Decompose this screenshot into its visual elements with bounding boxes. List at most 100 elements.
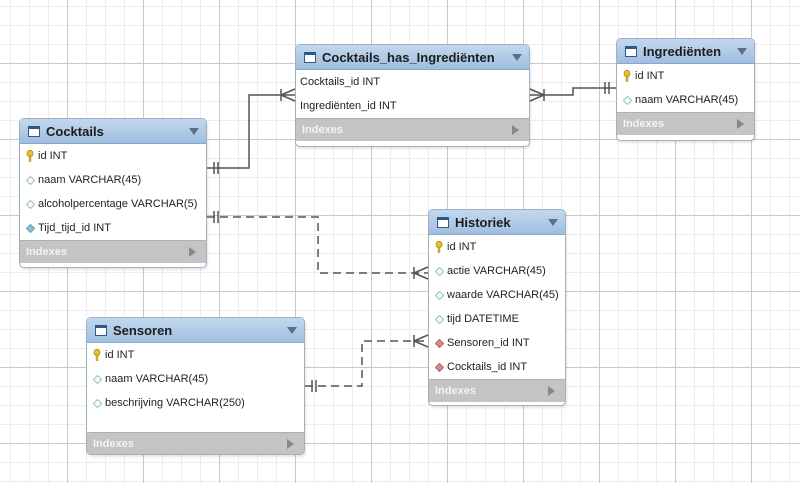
- column-row[interactable]: actie VARCHAR(45): [429, 259, 565, 283]
- column-name: Tijd_tijd_id INT: [38, 222, 111, 234]
- column-row[interactable]: id INT: [20, 144, 206, 168]
- foreign-key-icon: [434, 361, 444, 373]
- entity-header[interactable]: Historiek: [429, 210, 565, 235]
- column-name: naam VARCHAR(45): [105, 373, 209, 385]
- collapse-arrow-icon[interactable]: [287, 327, 297, 334]
- column-diamond-icon: [92, 373, 102, 385]
- column-row[interactable]: naam VARCHAR(45): [617, 88, 754, 112]
- table-icon: [95, 324, 107, 336]
- entity-title: Sensoren: [113, 322, 173, 338]
- collapse-arrow-icon[interactable]: [548, 219, 558, 226]
- column-name: Ingrediënten_id INT: [300, 100, 397, 112]
- expand-arrow-icon[interactable]: [548, 386, 555, 396]
- entity-header[interactable]: Ingrediënten: [617, 39, 754, 64]
- column-name: Cocktails_id INT: [300, 76, 381, 88]
- column-row[interactable]: alcoholpercentage VARCHAR(5): [20, 192, 206, 216]
- entity-cocktails-has-ingredienten[interactable]: Cocktails_has_Ingrediënten Cocktails_id …: [295, 44, 530, 147]
- column-row[interactable]: Tijd_tijd_id INT: [20, 216, 206, 240]
- primary-key-icon: [25, 150, 35, 162]
- column-name: tijd DATETIME: [447, 313, 519, 325]
- column-name: waarde VARCHAR(45): [447, 289, 559, 301]
- collapse-arrow-icon[interactable]: [737, 48, 747, 55]
- indexes-bar[interactable]: Indexes: [20, 240, 206, 263]
- indexes-bar[interactable]: Indexes: [87, 432, 304, 454]
- column-row[interactable]: Cocktails_id INT: [429, 355, 565, 379]
- column-diamond-icon: [434, 289, 444, 301]
- indexes-bar[interactable]: Indexes: [617, 112, 754, 135]
- column-diamond-icon: [434, 265, 444, 277]
- column-name: naam VARCHAR(45): [38, 174, 142, 186]
- column-name: id INT: [105, 349, 135, 361]
- column-diamond-icon: [622, 94, 632, 106]
- table-icon: [304, 51, 316, 63]
- primary-key-icon: [434, 241, 444, 253]
- column-row[interactable]: Sensoren_id INT: [429, 331, 565, 355]
- column-row[interactable]: naam VARCHAR(45): [87, 367, 304, 391]
- entity-header[interactable]: Sensoren: [87, 318, 304, 343]
- collapse-arrow-icon[interactable]: [189, 128, 199, 135]
- column-diamond-icon: [25, 198, 35, 210]
- column-name: actie VARCHAR(45): [447, 265, 546, 277]
- entity-header[interactable]: Cocktails: [20, 119, 206, 144]
- entity-title: Ingrediënten: [643, 43, 722, 59]
- column-name: id INT: [635, 70, 665, 82]
- indexes-label: Indexes: [93, 438, 134, 450]
- column-row[interactable]: id INT: [617, 64, 754, 88]
- column-name: naam VARCHAR(45): [635, 94, 739, 106]
- entity-title: Cocktails: [46, 123, 104, 139]
- foreign-key-icon: [434, 337, 444, 349]
- many-crowfoot: [413, 272, 429, 280]
- column-row[interactable]: id INT: [429, 235, 565, 259]
- primary-key-icon: [92, 349, 102, 361]
- entity-sensoren[interactable]: Sensoren id INT naam VARCHAR(45) beschri…: [86, 317, 305, 455]
- entity-header[interactable]: Cocktails_has_Ingrediënten: [296, 45, 529, 70]
- rel-sensoren-to-historiek[interactable]: [305, 340, 428, 387]
- primary-key-icon: [622, 70, 632, 82]
- rel-ingredienten-to-junction[interactable]: [530, 87, 616, 96]
- indexes-label: Indexes: [302, 124, 343, 136]
- rel-cocktails-to-historiek[interactable]: [207, 216, 428, 274]
- indexes-bar[interactable]: Indexes: [296, 118, 529, 141]
- many-crowfoot: [413, 334, 429, 342]
- column-name: alcoholpercentage VARCHAR(5): [38, 198, 198, 210]
- column-row[interactable]: id INT: [87, 343, 304, 367]
- many-crowfoot: [413, 266, 429, 274]
- indexes-bar[interactable]: Indexes: [429, 379, 565, 402]
- column-name: id INT: [447, 241, 477, 253]
- indexes-label: Indexes: [26, 246, 67, 258]
- entity-title: Cocktails_has_Ingrediënten: [322, 49, 495, 65]
- rel-cocktails-to-junction[interactable]: [207, 94, 295, 169]
- collapse-arrow-icon[interactable]: [512, 54, 522, 61]
- indexes-label: Indexes: [435, 385, 476, 397]
- column-name: id INT: [38, 150, 68, 162]
- entity-cocktails[interactable]: Cocktails id INT naam VARCHAR(45) alcoho…: [19, 118, 207, 268]
- column-row[interactable]: beschrijving VARCHAR(250): [87, 391, 304, 415]
- column-filled-diamond-icon: [25, 222, 35, 234]
- expand-arrow-icon[interactable]: [512, 125, 519, 135]
- table-icon: [28, 125, 40, 137]
- column-diamond-icon: [25, 174, 35, 186]
- many-crowfoot: [413, 340, 429, 348]
- column-diamond-icon: [92, 397, 102, 409]
- column-row[interactable]: Cocktails_id INT: [296, 70, 529, 94]
- many-crowfoot: [529, 88, 545, 96]
- column-row[interactable]: tijd DATETIME: [429, 307, 565, 331]
- expand-arrow-icon[interactable]: [287, 439, 294, 449]
- column-name: Sensoren_id INT: [447, 337, 530, 349]
- table-icon: [437, 216, 449, 228]
- expand-arrow-icon[interactable]: [189, 247, 196, 257]
- column-row[interactable]: Ingrediënten_id INT: [296, 94, 529, 118]
- indexes-label: Indexes: [623, 118, 664, 130]
- expand-arrow-icon[interactable]: [737, 119, 744, 129]
- many-crowfoot: [280, 88, 296, 96]
- entity-ingredienten[interactable]: Ingrediënten id INT naam VARCHAR(45) Ind…: [616, 38, 755, 141]
- column-row[interactable]: waarde VARCHAR(45): [429, 283, 565, 307]
- column-diamond-icon: [434, 313, 444, 325]
- entity-title: Historiek: [455, 214, 511, 230]
- entity-historiek[interactable]: Historiek id INT actie VARCHAR(45) waard…: [428, 209, 566, 406]
- many-crowfoot: [529, 94, 545, 102]
- entity-blank-area: [87, 415, 304, 432]
- column-row[interactable]: naam VARCHAR(45): [20, 168, 206, 192]
- column-name: beschrijving VARCHAR(250): [105, 397, 245, 409]
